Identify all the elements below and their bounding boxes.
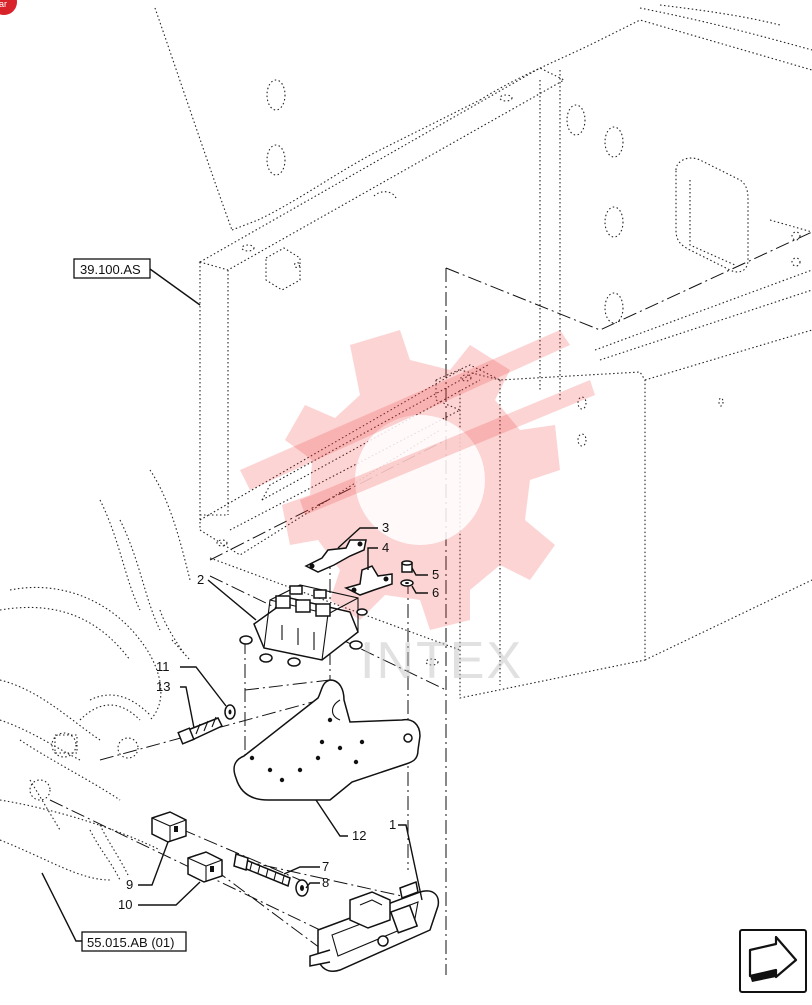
callout-2: 2 <box>197 572 204 587</box>
part-5-screw <box>401 560 413 573</box>
callout-4: 4 <box>382 540 389 555</box>
watermark-text: INTEX <box>360 632 523 690</box>
part-1-socket-housing <box>309 880 440 972</box>
callout-10: 10 <box>118 897 132 912</box>
callout-13: 13 <box>156 679 170 694</box>
part-13-bolt <box>177 716 224 745</box>
svg-text:ar: ar <box>0 0 7 9</box>
part-7-bolt <box>233 853 291 888</box>
part-12-mounting-plate <box>233 679 421 801</box>
callout-6: 6 <box>432 585 439 600</box>
part-8-washer <box>295 879 309 897</box>
page-tag-icon: ar <box>0 0 17 15</box>
part-10-connector <box>187 851 223 883</box>
leader-lines <box>41 268 428 942</box>
part-3-clip <box>304 539 367 573</box>
part-9-connector <box>151 811 187 843</box>
frame-outline <box>154 4 812 400</box>
callout-5: 5 <box>432 567 439 582</box>
reference-box-frame[interactable]: 39.100.AS <box>73 258 151 279</box>
wiring-harness <box>0 469 191 881</box>
part-11-washer <box>224 704 236 720</box>
part-4-clip <box>343 565 393 596</box>
reference-frame-label: 39.100.AS <box>80 262 141 277</box>
part-2-relay-module <box>239 584 368 667</box>
callout-8: 8 <box>322 875 329 890</box>
callout-labels: 1 2 3 4 5 6 7 8 9 10 11 12 13 <box>118 520 439 912</box>
callout-1: 1 <box>389 817 396 832</box>
next-page-arrow-icon[interactable] <box>739 929 807 993</box>
callout-9: 9 <box>126 877 133 892</box>
callout-7: 7 <box>322 859 329 874</box>
reference-harness-label: 55.015.AB (01) <box>87 935 174 950</box>
callout-3: 3 <box>382 520 389 535</box>
callout-11: 11 <box>156 659 170 674</box>
callout-12: 12 <box>352 828 366 843</box>
reference-box-harness[interactable]: 55.015.AB (01) <box>81 931 187 952</box>
part-6-washer <box>400 579 414 587</box>
